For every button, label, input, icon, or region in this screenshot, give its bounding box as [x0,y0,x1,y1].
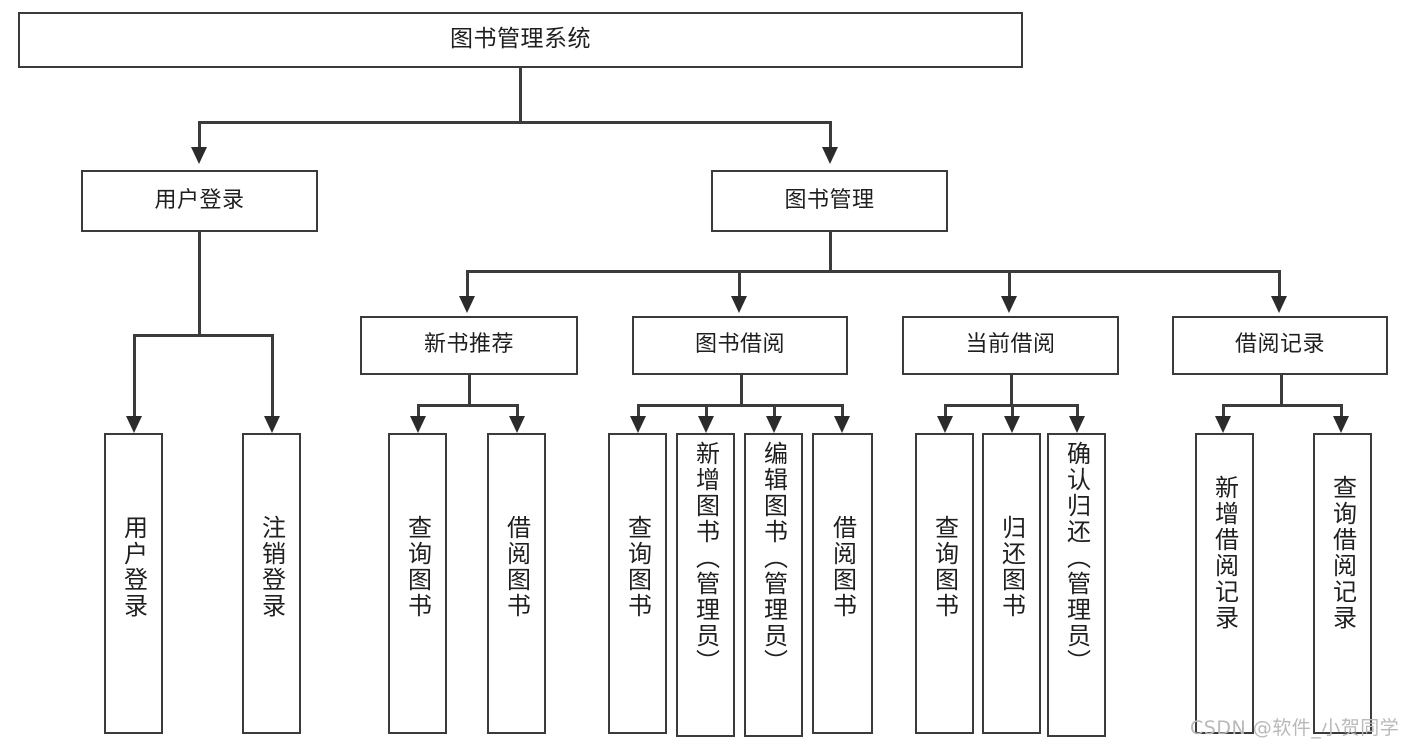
node-leaf-query-book-rec[interactable]: 查询图书 [388,433,447,734]
node-leaf-logout-login[interactable]: 注销登录 [242,433,301,734]
connector-book-borrow-drop-4 [841,404,844,416]
node-label: 查询图书 [403,515,432,619]
node-label: 借阅图书 [502,515,531,619]
node-label: 图书管理 [784,187,875,213]
arrow-to-leaf-user-login [126,416,142,433]
connector-new-book-rec-drop-1 [417,404,420,416]
arrow-to-leaf-query-book-1 [410,416,426,433]
node-label: 注销登录 [257,515,286,619]
connector-level2-drop-right [829,121,832,147]
arrow-to-user-login [191,147,207,164]
connector-book-borrow-stem [740,375,743,404]
connector-book-borrow-drop-1 [637,404,640,416]
connector-book-borrow-drop-2 [705,404,708,416]
connector-borrow-record-bus [1222,404,1342,407]
connector-user-login-stem [198,232,201,334]
connector-level3-drop-1 [466,270,469,296]
arrow-to-leaf-query-book-3 [937,416,953,433]
connector-current-borrow-drop-2 [1011,404,1014,416]
arrow-to-current-borrow [1001,296,1017,313]
node-leaf-confirm-return[interactable]: 确认归还（管理员） [1047,433,1106,737]
node-label: 借阅记录 [1234,332,1325,358]
connector-borrow-record-drop-1 [1222,404,1225,416]
node-borrow-record[interactable]: 借阅记录 [1172,316,1388,375]
connector-new-book-rec-stem [468,375,471,404]
node-label: 查询借阅记录 [1328,475,1357,631]
node-label: 查询图书 [930,515,959,619]
node-current-borrow[interactable]: 当前借阅 [902,316,1119,375]
node-leaf-query-book-current[interactable]: 查询图书 [915,433,974,734]
connector-new-book-rec-bus [417,404,518,407]
connector-current-borrow-drop-3 [1076,404,1079,416]
node-leaf-add-book[interactable]: 新增图书（管理员） [676,433,735,737]
node-label: 图书管理系统 [450,26,591,53]
node-leaf-borrow-book-borrow[interactable]: 借阅图书 [812,433,873,734]
arrow-to-book-borrow [731,296,747,313]
connector-current-borrow-drop-1 [944,404,947,416]
connector-user-login-drop-2 [271,334,274,416]
node-leaf-query-borrow-record[interactable]: 查询借阅记录 [1313,433,1372,734]
connector-new-book-rec-drop-2 [516,404,519,416]
node-label: 用户登录 [154,187,245,213]
connector-current-borrow-stem [1010,375,1013,404]
node-label: 新增图书（管理员） [691,441,720,675]
node-root-book-management-system[interactable]: 图书管理系统 [18,12,1023,68]
arrow-to-leaf-query-book-2 [630,416,646,433]
node-label: 确认归还（管理员） [1062,441,1091,675]
arrow-to-leaf-confirm-return [1069,416,1085,433]
node-user-login[interactable]: 用户登录 [81,170,318,232]
connector-user-login-bus [133,334,273,337]
arrow-to-leaf-add-record [1215,416,1231,433]
node-label: 查询图书 [623,515,652,619]
arrow-to-leaf-borrow-book-1 [509,416,525,433]
connector-level3-drop-3 [1008,270,1011,296]
node-label: 归还图书 [997,515,1026,619]
node-label: 新增借阅记录 [1210,475,1239,631]
connector-book-borrow-drop-3 [773,404,776,416]
csdn-watermark: CSDN @软件_小贺同学 [1190,717,1400,739]
node-leaf-query-book-borrow[interactable]: 查询图书 [608,433,667,734]
node-leaf-borrow-book-rec[interactable]: 借阅图书 [487,433,546,734]
connector-level3-drop-4 [1278,270,1281,296]
node-book-borrow[interactable]: 图书借阅 [632,316,848,375]
connector-root-stem [519,68,522,121]
arrow-to-borrow-record [1271,296,1287,313]
node-label: 新书推荐 [423,332,514,358]
node-new-book-recommendation[interactable]: 新书推荐 [360,316,578,375]
arrow-to-leaf-logout-login [264,416,280,433]
node-leaf-return-book[interactable]: 归还图书 [982,433,1041,734]
node-leaf-add-borrow-record[interactable]: 新增借阅记录 [1195,433,1254,734]
arrow-to-new-book-rec [459,296,475,313]
node-leaf-edit-book[interactable]: 编辑图书（管理员） [744,433,803,737]
arrow-to-leaf-edit-book [766,416,782,433]
node-label: 当前借阅 [965,332,1056,358]
node-leaf-user-login[interactable]: 用户登录 [104,433,163,734]
connector-borrow-record-drop-2 [1340,404,1343,416]
connector-user-login-drop-1 [133,334,136,416]
connector-level3-bus [466,270,1280,273]
connector-borrow-record-stem [1280,375,1283,404]
connector-book-borrow-bus [637,404,843,407]
node-label: 图书借阅 [694,332,785,358]
connector-level2-drop-left [198,121,201,147]
arrow-to-book-manage [822,147,838,164]
node-label: 用户登录 [119,515,148,619]
arrow-to-leaf-borrow-book-2 [834,416,850,433]
connector-level3-drop-2 [738,270,741,296]
node-book-manage[interactable]: 图书管理 [711,170,948,232]
node-label: 借阅图书 [828,515,857,619]
arrow-to-leaf-add-book [698,416,714,433]
arrow-to-leaf-query-record [1333,416,1349,433]
connector-book-manage-stem [829,232,832,270]
arrow-to-leaf-return-book [1004,416,1020,433]
connector-level2-bus [198,121,831,124]
node-label: 编辑图书（管理员） [759,441,788,675]
